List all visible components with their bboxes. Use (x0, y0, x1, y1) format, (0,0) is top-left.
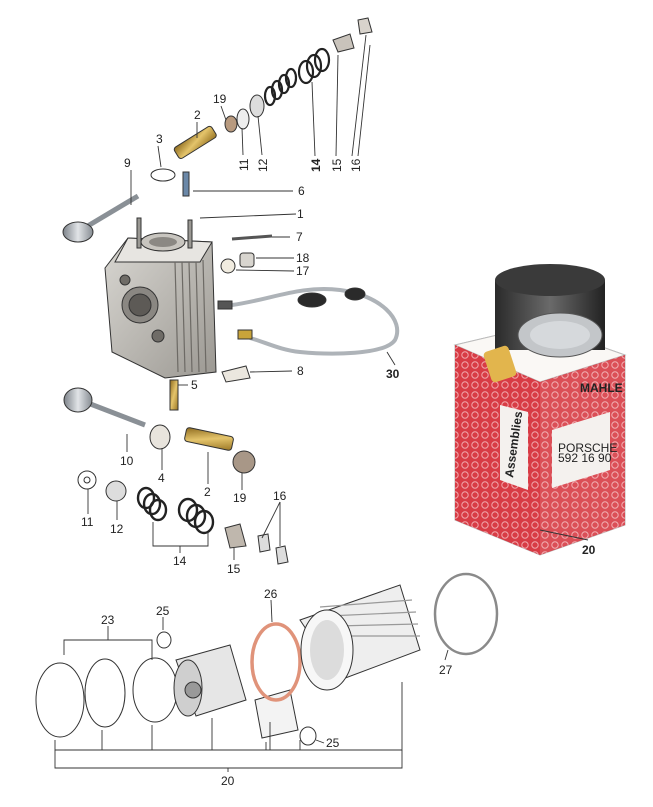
callout-labels: 1 2 2 3 4 5 6 7 8 9 10 11 11 12 12 14 14… (81, 92, 596, 788)
callout-6: 6 (298, 184, 305, 198)
callout-4: 4 (158, 471, 165, 485)
intake-valve (62, 193, 140, 243)
callout-20-box: 20 (582, 543, 596, 557)
callout-18: 18 (296, 251, 310, 265)
callout-9: 9 (124, 156, 131, 170)
callout-2-lower: 2 (204, 485, 211, 499)
callout-30: 30 (386, 367, 400, 381)
callout-19-lower: 19 (233, 491, 247, 505)
callout-23: 23 (101, 613, 115, 627)
box-label-line2: 592 16 90 (558, 451, 612, 465)
callout-16-lower: 16 (273, 489, 287, 503)
box-brand: MAHLE (580, 381, 623, 395)
callout-17: 17 (296, 264, 310, 278)
callout-12-lower: 12 (110, 522, 124, 536)
callout-1: 1 (297, 207, 304, 221)
leader-lines (54, 34, 589, 772)
mahle-product-box (453, 264, 627, 556)
callout-20-bottom: 20 (221, 774, 235, 788)
callout-2-upper: 2 (194, 108, 201, 122)
callout-11-upper: 11 (237, 158, 251, 171)
callout-3: 3 (156, 132, 163, 146)
callout-16-upper: 16 (349, 158, 363, 172)
callout-10: 10 (120, 454, 134, 468)
callout-15-lower: 15 (227, 562, 241, 576)
callout-12-upper: 12 (256, 158, 270, 172)
callout-15-upper: 15 (330, 158, 344, 172)
lower-valve-train (77, 424, 289, 565)
callout-14-lower: 14 (173, 554, 187, 568)
callout-25-lower: 25 (326, 736, 340, 750)
callout-14-upper: 14 (309, 158, 323, 172)
cylinder-head (104, 217, 217, 379)
piston-cylinder-set (35, 572, 499, 746)
callout-25-upper: 25 (156, 604, 170, 618)
callout-5: 5 (191, 378, 198, 392)
callout-19-upper: 19 (213, 92, 227, 106)
callout-8: 8 (297, 364, 304, 378)
upper-valve-train (150, 17, 373, 197)
callout-7: 7 (296, 230, 303, 244)
callout-27: 27 (439, 663, 453, 677)
callout-11-lower: 11 (81, 515, 94, 529)
exhaust-valve (63, 387, 146, 428)
box-label-line1: PORSCHE (558, 441, 617, 455)
head-hardware (169, 234, 399, 411)
callout-26: 26 (264, 587, 278, 601)
